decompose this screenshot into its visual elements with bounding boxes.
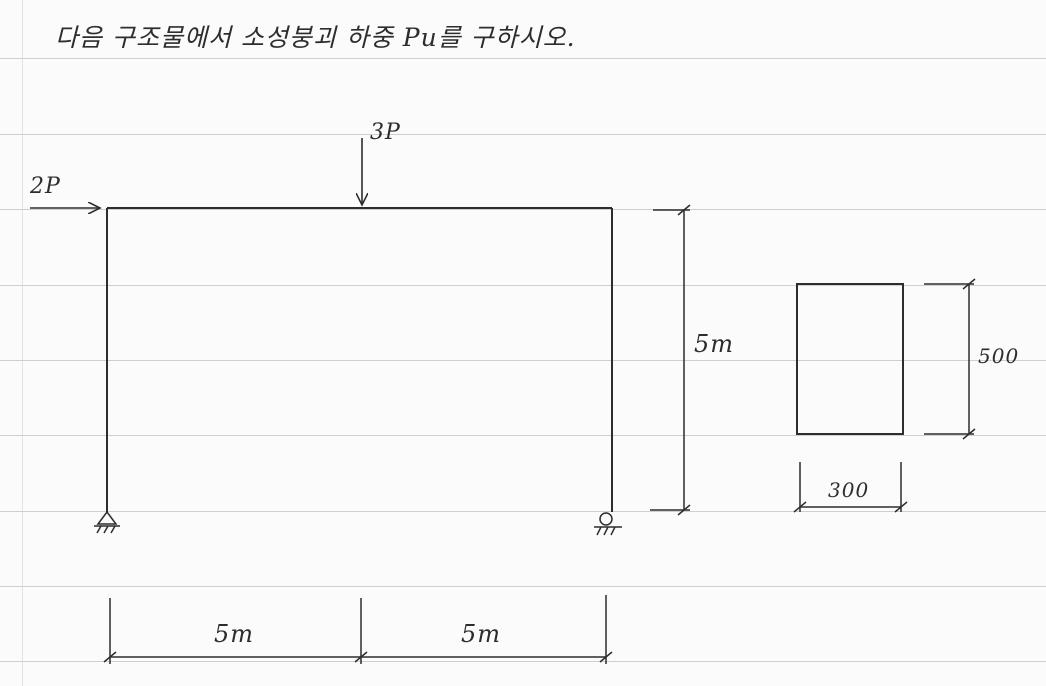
- roller-support-right: [594, 512, 622, 536]
- span-dimension: [103, 595, 613, 664]
- question-text: 다음 구조물에서 소성붕괴 하중 Pu를 구하시오.: [55, 23, 576, 52]
- pin-support-left: [94, 510, 120, 534]
- section-width-dimension: [793, 462, 908, 513]
- ruled-line: [0, 285, 1046, 286]
- ruled-line: [0, 134, 1046, 135]
- ruled-line: [0, 511, 1046, 512]
- margin-line: [22, 0, 23, 686]
- section-width-label: 300: [828, 478, 870, 502]
- height-dimension: [650, 204, 691, 516]
- section-height-label: 500: [978, 344, 1020, 368]
- ruled-line: [0, 586, 1046, 587]
- ruled-line: [0, 661, 1046, 662]
- section-height-dimension: [924, 278, 976, 440]
- ruled-line: [0, 58, 1046, 59]
- ruled-line: [0, 209, 1046, 210]
- right-span-label: 5m: [461, 620, 502, 648]
- frame-height-label: 5m: [694, 330, 735, 358]
- ruled-line: [0, 435, 1046, 436]
- left-span-label: 5m: [214, 620, 255, 648]
- vertical-load-label: 3P: [370, 120, 401, 145]
- horizontal-load-label: 2P: [30, 174, 61, 199]
- cross-section: [796, 283, 904, 435]
- ruled-line: [0, 360, 1046, 361]
